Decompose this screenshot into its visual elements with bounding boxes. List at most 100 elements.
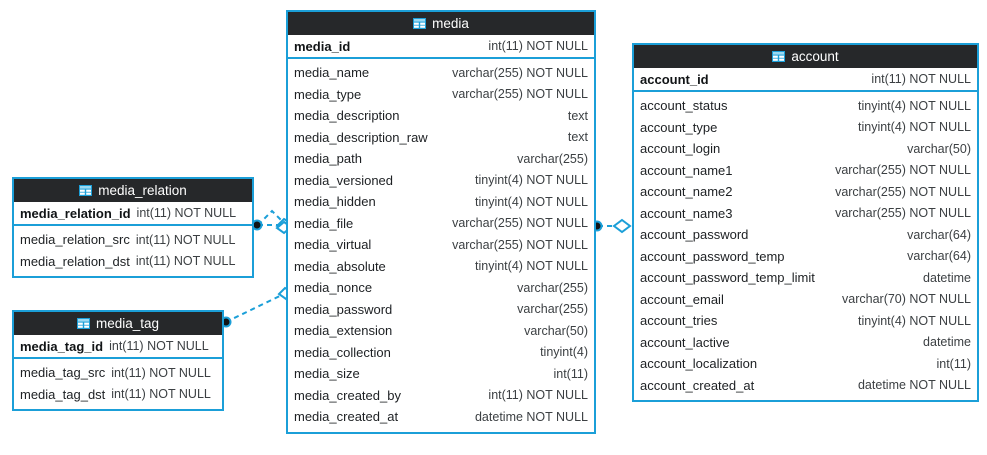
column-name: account_login: [640, 141, 721, 157]
column-name: account_email: [640, 291, 724, 307]
column-row[interactable]: media_password varchar(255): [288, 299, 594, 321]
column-row[interactable]: account_login varchar(50): [634, 138, 977, 160]
column-name: account_localization: [640, 356, 758, 372]
column-name: account_name3: [640, 205, 733, 221]
column-row[interactable]: account_password_temp varchar(64): [634, 246, 977, 268]
column-name: media_created_at: [294, 409, 399, 425]
column-type: datetime: [923, 270, 971, 285]
column-type: varchar(64): [907, 227, 971, 242]
column-name: media_file: [294, 215, 354, 231]
column-type: varchar(255): [517, 302, 588, 317]
column-name: media_description_raw: [294, 129, 428, 145]
column-row[interactable]: media_relation_src int(11) NOT NULL: [14, 229, 252, 251]
column-name: media_nonce: [294, 280, 373, 296]
column-row[interactable]: account_password varchar(64): [634, 224, 977, 246]
column-row[interactable]: media_file varchar(255) NOT NULL: [288, 213, 594, 235]
column-name: media_relation_src: [20, 232, 130, 248]
column-row[interactable]: media_path varchar(255): [288, 148, 594, 170]
column-type: varchar(255) NOT NULL: [452, 65, 588, 80]
entity-title: media: [432, 15, 469, 31]
entity-media-tag[interactable]: media_tag media_tag_id int(11) NOT NULL …: [12, 310, 224, 411]
column-row[interactable]: account_localization int(11): [634, 353, 977, 375]
column-row[interactable]: media_extension varchar(50): [288, 320, 594, 342]
column-type: varchar(255) NOT NULL: [835, 184, 971, 199]
column-type: datetime NOT NULL: [857, 378, 971, 393]
column-row-pk[interactable]: media_tag_id int(11) NOT NULL: [14, 335, 222, 359]
column-type: int(11): [553, 366, 588, 381]
column-row[interactable]: account_email varchar(70) NOT NULL: [634, 289, 977, 311]
column-name: account_password: [640, 227, 749, 243]
column-name: media_password: [294, 301, 393, 317]
column-type: int(11) NOT NULL: [488, 388, 588, 403]
column-type: int(11) NOT NULL: [488, 39, 588, 53]
entity-header-media: media: [288, 12, 594, 35]
column-name: account_password_temp: [640, 248, 785, 264]
entity-header-account: account: [634, 45, 977, 68]
entity-account[interactable]: account account_id int(11) NOT NULL acco…: [632, 43, 979, 402]
entity-media[interactable]: media media_id int(11) NOT NULL media_na…: [286, 10, 596, 434]
column-name: media_extension: [294, 323, 393, 339]
column-name: account_tries: [640, 313, 718, 329]
column-name: account_name1: [640, 162, 733, 178]
column-type: int(11) NOT NULL: [111, 365, 211, 380]
column-row-pk[interactable]: account_id int(11) NOT NULL: [634, 68, 977, 92]
column-type: int(11) NOT NULL: [135, 232, 236, 247]
column-name: account_name2: [640, 184, 733, 200]
column-name: media_versioned: [294, 172, 394, 188]
column-type: varchar(255): [517, 151, 588, 166]
column-type: varchar(255) NOT NULL: [835, 206, 971, 221]
entity-title: account: [791, 48, 839, 64]
column-type: tinyint(4): [540, 345, 588, 360]
column-row[interactable]: media_created_by int(11) NOT NULL: [288, 385, 594, 407]
column-type: varchar(50): [524, 323, 588, 338]
column-type: varchar(255) NOT NULL: [452, 216, 588, 231]
column-row[interactable]: account_name3 varchar(255) NOT NULL: [634, 203, 977, 225]
edge-endpoint-diamond-account: [612, 218, 632, 234]
column-type: tinyint(4) NOT NULL: [475, 259, 588, 274]
column-type: varchar(50): [907, 141, 971, 156]
column-type: tinyint(4) NOT NULL: [475, 173, 588, 188]
column-name: media_absolute: [294, 258, 386, 274]
table-icon: [79, 185, 93, 196]
column-name: media_relation_dst: [20, 253, 130, 269]
column-type: int(11): [936, 356, 971, 371]
column-type: varchar(64): [907, 249, 971, 264]
column-name: media_created_by: [294, 387, 401, 403]
entity-title: media_relation: [98, 182, 187, 198]
column-name: account_lactive: [640, 334, 730, 350]
table-icon: [76, 318, 90, 329]
column-row[interactable]: media_versioned tinyint(4) NOT NULL: [288, 170, 594, 192]
column-type: varchar(255) NOT NULL: [452, 237, 588, 252]
column-row-pk[interactable]: media_relation_id int(11) NOT NULL: [14, 202, 252, 226]
column-row-pk[interactable]: media_id int(11) NOT NULL: [288, 35, 594, 59]
column-row[interactable]: media_absolute tinyint(4) NOT NULL: [288, 256, 594, 278]
column-type: varchar(70) NOT NULL: [842, 292, 971, 307]
column-row[interactable]: account_name2 varchar(255) NOT NULL: [634, 181, 977, 203]
column-name: media_path: [294, 151, 362, 167]
entity-media-relation[interactable]: media_relation media_relation_id int(11)…: [12, 177, 254, 278]
column-name: media_hidden: [294, 194, 376, 210]
column-type: text: [567, 108, 588, 123]
